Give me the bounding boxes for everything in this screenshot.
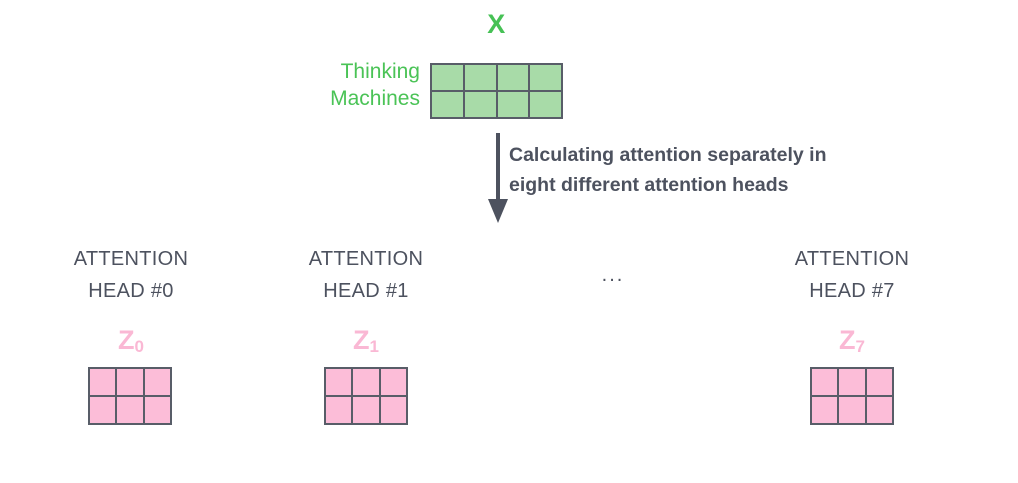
input-row-label-0: Thinking: [340, 60, 420, 83]
attention-head-7-z-label: Z7: [742, 325, 962, 356]
output-matrix-z1: [324, 367, 408, 425]
matrix-cell: [497, 92, 529, 117]
ellipsis-indicator: ...: [601, 264, 625, 286]
input-row-label-1: Machines: [330, 87, 420, 110]
matrix-cell: [464, 65, 496, 90]
attention-head-7-title-line-0: ATTENTION: [794, 248, 910, 270]
attention-head-1-z-label: Z1: [256, 325, 476, 356]
matrix-cell: [432, 92, 463, 117]
output-matrix-z7: [810, 367, 894, 425]
attention-head-1: ATTENTION HEAD #1 Z1: [256, 243, 476, 356]
z-subscript: 0: [134, 337, 144, 356]
attention-head-1-title-line-0: ATTENTION: [308, 248, 424, 270]
matrix-cell: [90, 369, 116, 395]
matrix-cell: [839, 397, 865, 423]
matrix-cell: [353, 397, 379, 423]
flow-caption-line-0: Calculating attention separately in: [509, 144, 827, 166]
matrix-cell: [144, 369, 170, 395]
attention-head-1-title-line-1: HEAD #1: [323, 280, 409, 302]
attention-head-0-z-label: Z0: [21, 325, 241, 356]
attention-head-0: ATTENTION HEAD #0 Z0: [21, 243, 241, 356]
matrix-cell: [530, 65, 561, 90]
flow-caption-line-1: eight different attention heads: [509, 174, 789, 196]
output-matrix-z0: [88, 367, 172, 425]
attention-head-7-title-line-1: HEAD #7: [809, 280, 895, 302]
matrix-cell: [380, 397, 406, 423]
matrix-cell: [432, 65, 463, 90]
matrix-cell: [326, 397, 352, 423]
matrix-cell: [117, 397, 143, 423]
matrix-cell: [530, 92, 561, 117]
matrix-cell: [326, 369, 352, 395]
attention-head-0-title-line-0: ATTENTION: [73, 248, 189, 270]
matrix-cell: [866, 369, 892, 395]
z-letter: Z: [118, 325, 135, 355]
input-matrix-label: X: [487, 9, 506, 39]
attention-head-0-title-line-1: HEAD #0: [88, 280, 174, 302]
matrix-cell: [144, 397, 170, 423]
matrix-cell: [812, 369, 838, 395]
matrix-cell: [380, 369, 406, 395]
attention-head-1-title: ATTENTION HEAD #1: [256, 243, 476, 307]
matrix-cell: [117, 369, 143, 395]
matrix-cell: [497, 65, 529, 90]
input-row-labels: Thinking Machines: [180, 58, 420, 112]
flow-caption: Calculating attention separately in eigh…: [509, 140, 909, 200]
matrix-cell: [353, 369, 379, 395]
matrix-cell: [464, 92, 496, 117]
input-matrix-x: [430, 63, 563, 119]
down-arrow-icon: [488, 133, 508, 223]
z-letter: Z: [839, 325, 856, 355]
z-subscript: 1: [369, 337, 379, 356]
matrix-cell: [812, 397, 838, 423]
z-letter: Z: [353, 325, 370, 355]
attention-head-7-title: ATTENTION HEAD #7: [742, 243, 962, 307]
attention-head-0-title: ATTENTION HEAD #0: [21, 243, 241, 307]
attention-head-7: ATTENTION HEAD #7 Z7: [742, 243, 962, 356]
matrix-cell: [90, 397, 116, 423]
z-subscript: 7: [855, 337, 865, 356]
matrix-cell: [866, 397, 892, 423]
matrix-cell: [839, 369, 865, 395]
